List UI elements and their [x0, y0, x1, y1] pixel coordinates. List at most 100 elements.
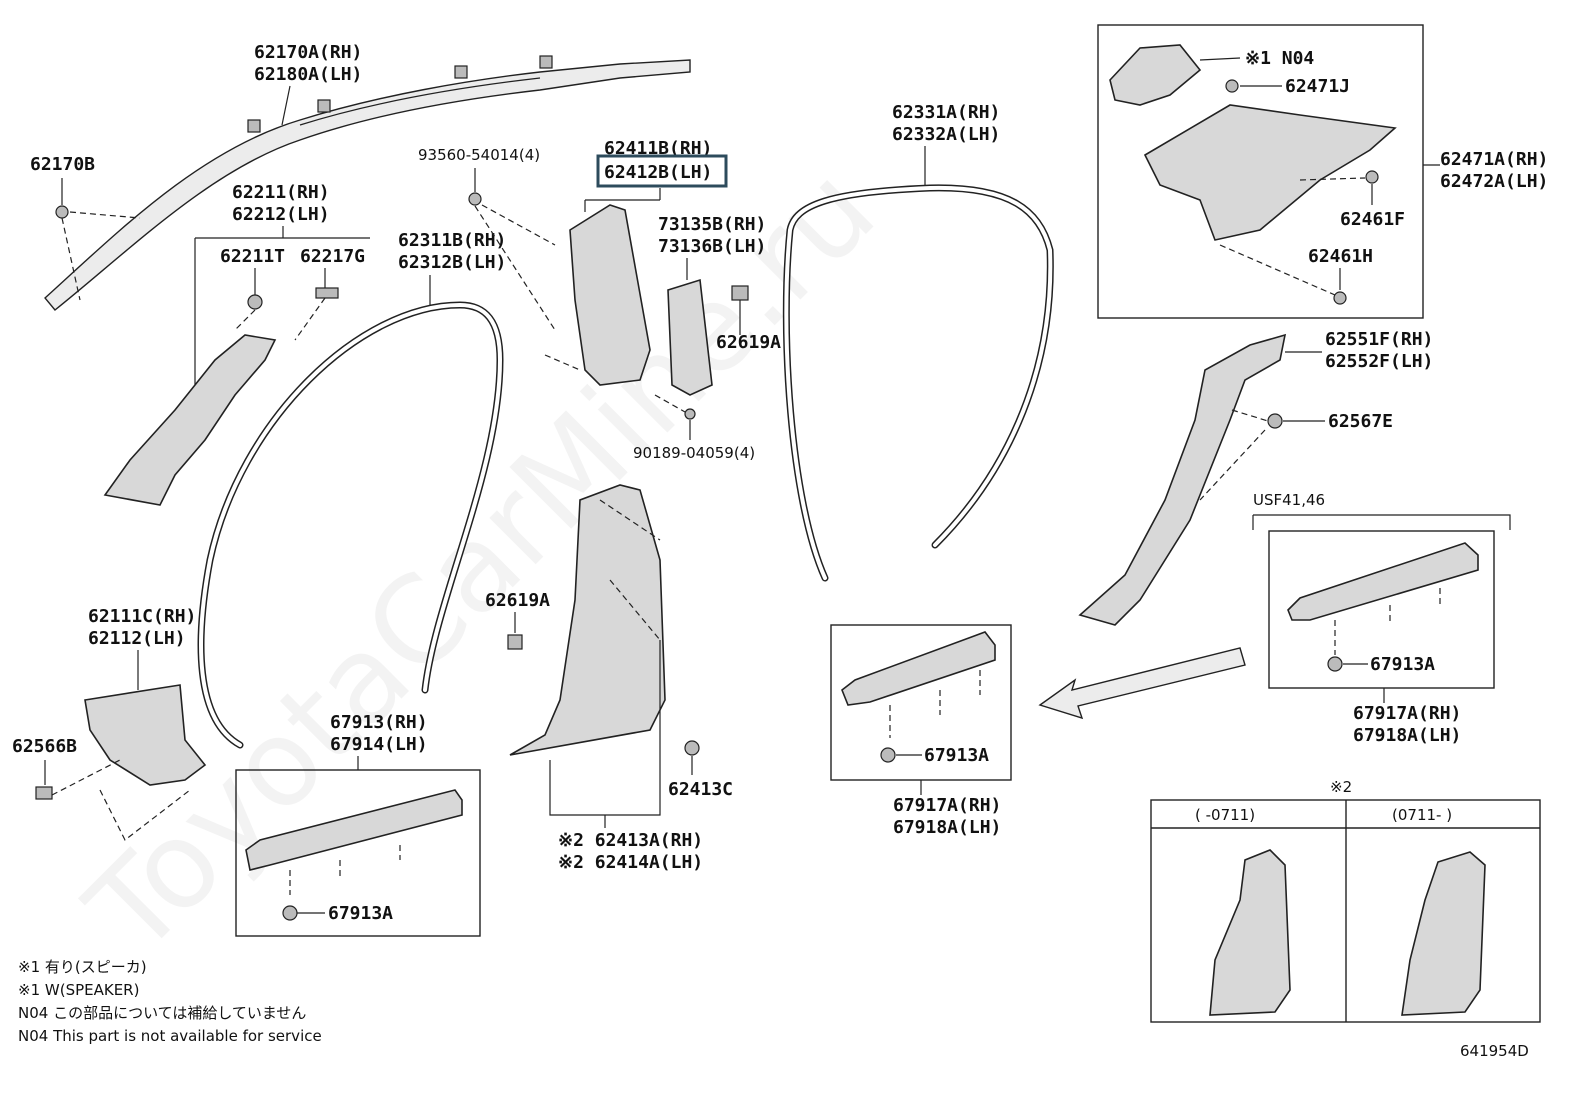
clip-62413C[interactable] — [684, 740, 700, 756]
nut-90189[interactable] — [684, 408, 696, 420]
pillar-variant-early[interactable] — [1209, 849, 1291, 1016]
rear-door-pillar-garnish[interactable] — [1078, 333, 1287, 626]
dash-62471A — [1219, 177, 1366, 296]
label-73135B: 73135B(RH) — [658, 214, 766, 235]
center-pillar-upper-garnish[interactable] — [569, 204, 651, 386]
label-62619A-2: 62619A — [485, 590, 550, 611]
dash-67913A-2 — [889, 670, 981, 738]
dash-67913 — [289, 845, 401, 895]
diagram-code: 641954D — [1460, 1042, 1529, 1060]
door-opening-seal-front[interactable] — [197, 301, 504, 749]
label-62217G: 62217G — [300, 246, 365, 267]
kick-panel[interactable] — [84, 684, 207, 786]
label-62180A: 62180A(LH) — [254, 64, 362, 85]
inset-header-1: ( -0711) — [1195, 806, 1255, 824]
a-pillar-garnish[interactable] — [103, 334, 277, 506]
screw-67913A-3[interactable] — [1327, 656, 1343, 672]
clip-62566B[interactable] — [35, 786, 53, 800]
door-opening-seal-rear[interactable] — [782, 184, 1054, 582]
clip-62619A-2[interactable] — [507, 634, 523, 650]
label-62311B: 62311B(RH) — [398, 230, 506, 251]
label-62552F: 62552F(LH) — [1325, 351, 1433, 372]
box-67917A-variant — [1268, 530, 1495, 689]
label-62413A: ※2 62413A(RH) — [558, 830, 703, 851]
label-62312B: 62312B(LH) — [398, 252, 506, 273]
note-1: ※1 有り(スピーカ) — [18, 958, 147, 976]
clip-62211T[interactable] — [247, 294, 263, 310]
clip-62471J[interactable] — [1225, 79, 1239, 93]
label-62212: 62212(LH) — [232, 204, 330, 225]
inset-grid — [1151, 800, 1540, 1022]
leader-62170A — [281, 85, 291, 126]
label-62411B: 62411B(RH) — [604, 138, 712, 159]
highlight-62412B — [596, 154, 728, 188]
label-variant: USF41,46 — [1253, 491, 1325, 509]
clip-62461H[interactable] — [1333, 291, 1347, 305]
label-62461H: 62461H — [1308, 246, 1373, 267]
label-62567E: 62567E — [1328, 411, 1393, 432]
note-2: ※1 W(SPEAKER) — [18, 981, 139, 999]
label-93560: 93560-54014(4) — [418, 146, 540, 164]
seat-belt-anchor-cover[interactable] — [667, 278, 713, 396]
label-67913A-3: 67913A — [1370, 654, 1435, 675]
dash-90189 — [654, 394, 686, 413]
rear-quarter-trim[interactable] — [1143, 104, 1397, 241]
curtain-airbag[interactable] — [44, 55, 691, 311]
label-62211: 62211(RH) — [232, 182, 330, 203]
label-62566B: 62566B — [12, 736, 77, 757]
label-90189: 90189-04059(4) — [633, 444, 755, 462]
screw-67913A-2[interactable] — [880, 747, 896, 763]
dash-62566B — [51, 759, 191, 841]
label-62414A: ※2 62414A(LH) — [558, 852, 703, 873]
label-67917A-1: 67917A(RH) — [893, 795, 1001, 816]
bolt-62170B[interactable] — [55, 205, 69, 219]
label-62170A: 62170A(RH) — [254, 42, 362, 63]
scuff-plate-rear[interactable] — [841, 631, 996, 706]
note-4: N04 This part is not available for servi… — [18, 1027, 322, 1045]
clip-62217G[interactable] — [315, 287, 339, 299]
label-62551F: 62551F(RH) — [1325, 329, 1433, 350]
label-62112: 62112(LH) — [88, 628, 186, 649]
scuff-plate-rear-variant[interactable] — [1287, 542, 1479, 621]
label-62412B[interactable]: 62412B(LH) — [604, 162, 712, 183]
label-62211T: 62211T — [220, 246, 285, 267]
dash-62170B — [61, 211, 141, 301]
label-62332A: 62332A(LH) — [892, 124, 1000, 145]
bracket-62411B — [584, 188, 661, 212]
dash-62413 — [599, 499, 661, 641]
label-67913: 67913(RH) — [330, 712, 428, 733]
note-3: N04 この部品については補給していません — [18, 1004, 306, 1022]
label-62111C: 62111C(RH) — [88, 606, 196, 627]
label-62461F: 62461F — [1340, 209, 1405, 230]
label-N04: ※1 N04 — [1245, 48, 1314, 69]
bracket-62413A — [549, 640, 661, 828]
bolt-93560[interactable] — [468, 192, 482, 206]
pillar-variant-late[interactable] — [1401, 851, 1486, 1016]
dash-93560 — [474, 204, 581, 371]
label-note2-mark: ※2 — [1330, 778, 1352, 796]
dash-67913A-3 — [1334, 588, 1441, 655]
label-62413C: 62413C — [668, 779, 733, 800]
label-67918A-1: 67918A(LH) — [893, 817, 1001, 838]
dash-62567E — [1199, 409, 1269, 501]
clip-62461F[interactable] — [1365, 170, 1379, 184]
label-73136B: 73136B(LH) — [658, 236, 766, 257]
label-62331A: 62331A(RH) — [892, 102, 1000, 123]
scuff-plate-front[interactable] — [245, 789, 463, 871]
bracket-62211 — [194, 226, 370, 400]
clip-62567E[interactable] — [1267, 413, 1283, 429]
label-67913A-1: 67913A — [328, 903, 393, 924]
screw-67913A-1[interactable] — [282, 905, 298, 921]
inset-header-2: (0711- ) — [1392, 806, 1452, 824]
leader-N04 — [1199, 57, 1241, 61]
label-67913A-2: 67913A — [924, 745, 989, 766]
speaker-grille[interactable] — [1109, 44, 1202, 106]
label-62619A-1: 62619A — [716, 332, 781, 353]
label-62170B: 62170B — [30, 154, 95, 175]
label-67918A-2: 67918A(LH) — [1353, 725, 1461, 746]
box-67913 — [235, 769, 481, 937]
label-67917A-2: 67917A(RH) — [1353, 703, 1461, 724]
clip-62619A-1[interactable] — [731, 285, 749, 301]
